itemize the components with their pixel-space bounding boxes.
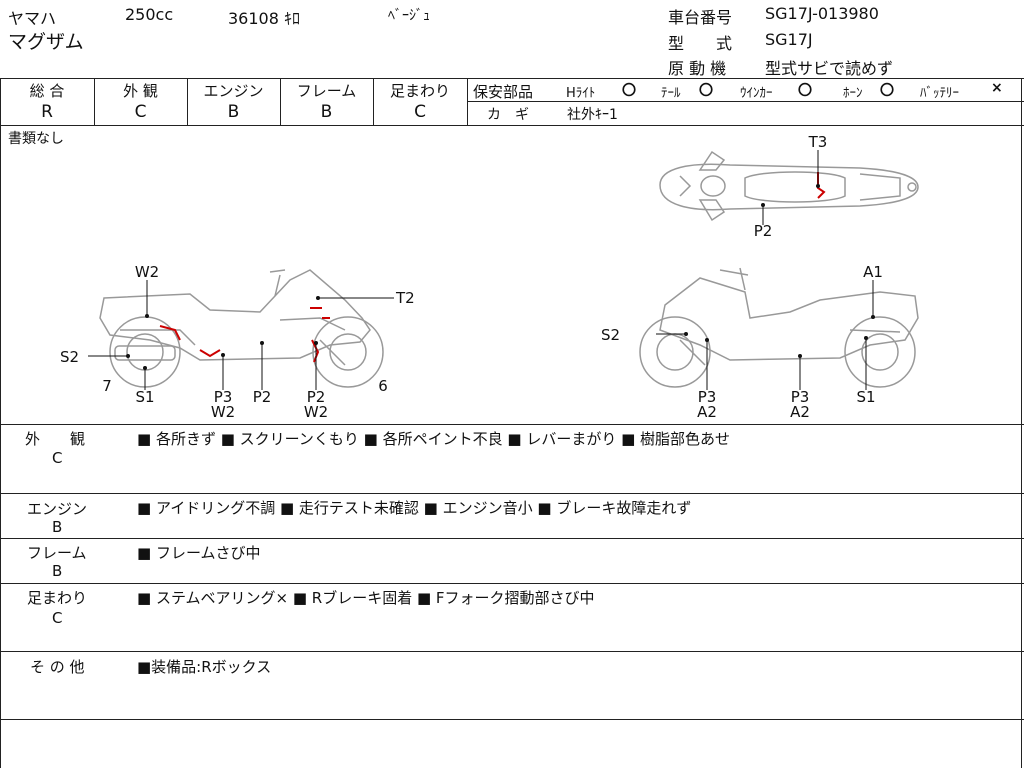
label-right-a1: A1 [863, 263, 883, 281]
grade-engine-label: エンジン [203, 82, 264, 100]
grade-suspension-value: C [414, 102, 426, 122]
grade-frame-value: B [320, 102, 333, 122]
label-left-s2: S2 [60, 348, 79, 366]
engine-value: 型式サビで読めず [765, 59, 894, 78]
engine-label: 原 動 機 [668, 59, 727, 78]
grade-exterior-label: 外 観 [123, 82, 158, 100]
label-right-a2: A2 [697, 403, 717, 421]
safety-headlight: Hﾗｲﾄ [566, 86, 596, 101]
label-left-p2-b: P2 [307, 388, 326, 406]
label-left-p3: P3 [214, 388, 233, 406]
remark-engine-grade: B [52, 518, 63, 536]
grade-engine-value: B [227, 102, 240, 122]
label-left-s1: S1 [135, 388, 154, 406]
left-view-damage [159, 307, 330, 363]
label-left-t2: T2 [395, 289, 415, 307]
remark-exterior-label: 外 観 [25, 430, 86, 448]
damage-diagram: T3 P2 W2 T2 S2 7 S1 P3 W2 P2 P2 W2 6 A1 … [60, 133, 919, 421]
type-value: SG17J [765, 30, 813, 49]
displacement: 250cc [125, 5, 174, 24]
label-left-7: 7 [102, 377, 112, 395]
safety-horn-mark: 〇 [880, 83, 894, 99]
remark-suspension-label: 足まわり [27, 589, 88, 607]
documents-note: 書類なし [8, 131, 64, 147]
remark-frame-grade: B [52, 562, 63, 580]
color: ﾍﾞｰｼﾞｭ [388, 8, 430, 24]
remark-other-text: ■装備品:Rボックス [137, 658, 272, 676]
grade-overall-value: R [41, 102, 53, 122]
label-left-p2: P2 [253, 388, 272, 406]
remark-suspension-grade: C [52, 609, 63, 627]
scooter-left-view [99, 269, 384, 388]
safety-battery: ﾊﾞｯﾃﾘｰ [920, 86, 959, 101]
maker: ヤマハ [8, 9, 57, 28]
safety-headlight-mark: 〇 [622, 83, 636, 99]
safety-battery-mark: × [991, 80, 1003, 96]
grade-exterior-value: C [134, 102, 147, 122]
label-right-s2: S2 [601, 326, 620, 344]
safety-horn: ﾎｰﾝ [843, 86, 863, 101]
label-left-w2-b: W2 [211, 403, 235, 421]
model-name: マグザム [8, 31, 84, 53]
chassis-value: SG17J-013980 [765, 4, 879, 23]
label-right-s1: S1 [856, 388, 875, 406]
remark-frame-text: ■ フレームさび中 [137, 544, 261, 562]
safety-tail: ﾃｰﾙ [661, 86, 681, 101]
remark-other-label: そ の 他 [30, 658, 85, 676]
label-right-p3: P3 [698, 388, 717, 406]
leader-dots [126, 184, 875, 370]
label-left-6: 6 [378, 377, 388, 395]
label-right-a2-b: A2 [790, 403, 810, 421]
label-left-w2-c: W2 [304, 403, 328, 421]
label-top-t3: T3 [808, 133, 828, 151]
grade-overall-label: 総 合 [29, 82, 65, 100]
mileage: 36108 ｷﾛ [228, 9, 300, 28]
safety-label: 保安部品 [473, 83, 534, 101]
remark-exterior-text: ■ 各所きず ■ スクリーンくもり ■ 各所ペイント不良 ■ レバーまがり ■ … [137, 430, 731, 448]
remark-frame-label: フレーム [27, 544, 87, 562]
remark-exterior-grade: C [52, 449, 63, 467]
safety-tail-mark: 〇 [699, 83, 713, 99]
label-left-w2: W2 [135, 263, 159, 281]
leader-lines [88, 150, 874, 390]
scooter-top-view [659, 150, 919, 222]
key-value: 社外ｷｰ1 [567, 107, 618, 123]
remark-engine-label: エンジン [27, 500, 88, 518]
grade-frame-label: フレーム [296, 82, 357, 100]
label-right-p3-b: P3 [791, 388, 810, 406]
label-top-p2: P2 [754, 222, 773, 240]
chassis-label: 車台番号 [668, 8, 733, 27]
grade-suspension-label: 足まわり [389, 82, 450, 100]
key-label: カ ギ [487, 107, 529, 123]
type-label: 型 式 [668, 34, 733, 53]
safety-winker-mark: 〇 [798, 83, 812, 99]
remark-engine-text: ■ アイドリング不調 ■ 走行テスト未確認 ■ エンジン音小 ■ ブレーキ故障走… [137, 499, 692, 517]
scooter-right-view [639, 267, 919, 388]
safety-winker: ｳｲﾝｶｰ [740, 86, 773, 101]
remark-suspension-text: ■ ステムベアリング× ■ Rブレーキ固着 ■ Fフォーク摺動部さび中 [137, 589, 595, 607]
